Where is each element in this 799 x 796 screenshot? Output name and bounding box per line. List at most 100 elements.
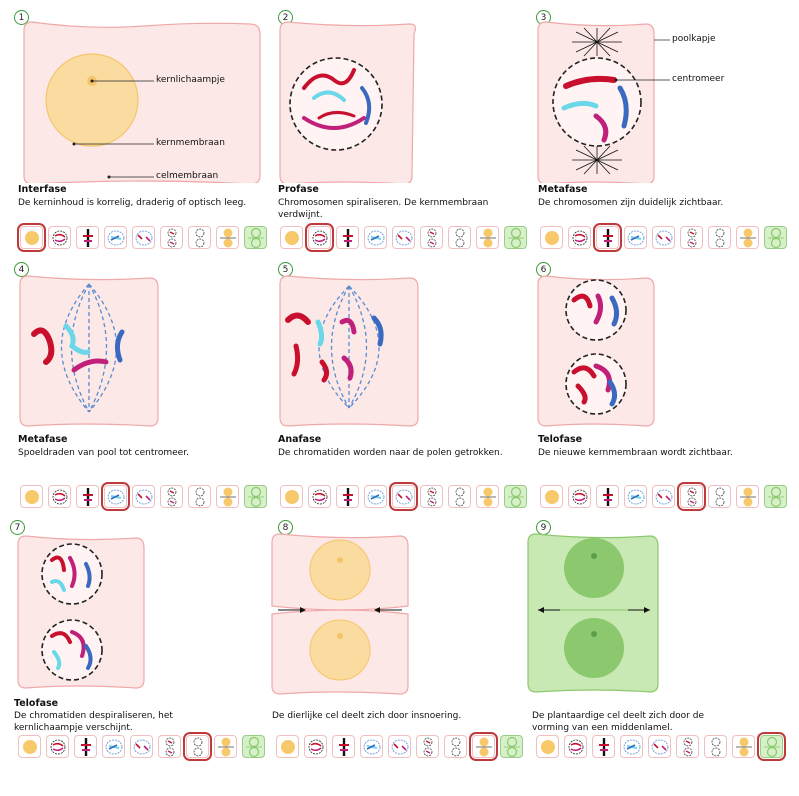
thumbnail-metaphase-spindle[interactable] bbox=[624, 485, 647, 508]
thumbnail-interphase[interactable] bbox=[20, 485, 43, 508]
thumbnail-plant-division[interactable] bbox=[244, 485, 267, 508]
thumbnail-metaphase[interactable] bbox=[76, 485, 99, 508]
thumbnail-metaphase[interactable] bbox=[76, 226, 99, 249]
thumbnail-prophase[interactable] bbox=[308, 485, 331, 508]
thumbnail-plant-division[interactable] bbox=[244, 226, 267, 249]
thumbnail-metaphase-spindle[interactable] bbox=[620, 735, 643, 758]
thumbnail-prophase[interactable] bbox=[308, 226, 331, 249]
thumbnail-metaphase[interactable] bbox=[332, 735, 355, 758]
thumbnail-anaphase[interactable] bbox=[652, 485, 675, 508]
thumbnail-interphase[interactable] bbox=[18, 735, 41, 758]
thumbnail-telophase[interactable] bbox=[676, 735, 699, 758]
thumbnail-interphase[interactable] bbox=[540, 226, 563, 249]
thumbnail-animal-division[interactable] bbox=[216, 226, 239, 249]
thumbnail-interphase[interactable] bbox=[280, 485, 303, 508]
thumbnail-metaphase[interactable] bbox=[336, 226, 359, 249]
interphase-icon bbox=[541, 227, 563, 249]
thumbnail-strip bbox=[276, 735, 523, 758]
thumbnail-anaphase[interactable] bbox=[392, 485, 415, 508]
thumbnail-telophase-late[interactable] bbox=[704, 735, 727, 758]
thumbnail-telophase[interactable] bbox=[420, 226, 443, 249]
thumbnail-telophase[interactable] bbox=[680, 485, 703, 508]
thumbnail-animal-division[interactable] bbox=[732, 735, 755, 758]
thumbnail-metaphase[interactable] bbox=[596, 485, 619, 508]
thumbnail-interphase[interactable] bbox=[540, 485, 563, 508]
thumbnail-plant-division[interactable] bbox=[764, 226, 787, 249]
thumbnail-plant-division[interactable] bbox=[242, 735, 265, 758]
thumbnail-animal-division[interactable] bbox=[736, 226, 759, 249]
thumbnail-animal-division[interactable] bbox=[214, 735, 237, 758]
interphase-cell bbox=[14, 8, 264, 183]
thumbnail-plant-division[interactable] bbox=[760, 735, 783, 758]
thumbnail-metaphase-spindle[interactable] bbox=[104, 226, 127, 249]
thumbnail-metaphase-spindle[interactable] bbox=[364, 226, 387, 249]
thumbnail-animal-division[interactable] bbox=[472, 735, 495, 758]
thumbnail-metaphase[interactable] bbox=[596, 226, 619, 249]
label-poolkapje: poolkapje bbox=[672, 34, 716, 44]
animal-division-icon bbox=[217, 486, 239, 508]
thumbnail-interphase[interactable] bbox=[536, 735, 559, 758]
thumbnail-telophase-late[interactable] bbox=[708, 226, 731, 249]
anaphase-icon bbox=[653, 227, 675, 249]
animal-division-icon bbox=[477, 227, 499, 249]
animal-division-icon bbox=[737, 486, 759, 508]
thumbnail-telophase[interactable] bbox=[160, 485, 183, 508]
thumbnail-plant-division[interactable] bbox=[504, 485, 527, 508]
thumbnail-metaphase-spindle[interactable] bbox=[102, 735, 125, 758]
thumbnail-plant-division[interactable] bbox=[500, 735, 523, 758]
thumbnail-animal-division[interactable] bbox=[476, 226, 499, 249]
thumbnail-anaphase[interactable] bbox=[652, 226, 675, 249]
thumbnail-telophase[interactable] bbox=[420, 485, 443, 508]
thumbnail-metaphase-spindle[interactable] bbox=[104, 485, 127, 508]
thumbnail-telophase[interactable] bbox=[160, 226, 183, 249]
thumbnail-telophase-late[interactable] bbox=[188, 226, 211, 249]
thumbnail-prophase[interactable] bbox=[48, 226, 71, 249]
thumbnail-telophase[interactable] bbox=[680, 226, 703, 249]
thumbnail-animal-division[interactable] bbox=[216, 485, 239, 508]
thumbnail-interphase[interactable] bbox=[280, 226, 303, 249]
thumbnail-metaphase-spindle[interactable] bbox=[360, 735, 383, 758]
thumbnail-anaphase[interactable] bbox=[132, 226, 155, 249]
thumbnail-prophase[interactable] bbox=[46, 735, 69, 758]
thumbnail-telophase[interactable] bbox=[158, 735, 181, 758]
thumbnail-anaphase[interactable] bbox=[132, 485, 155, 508]
thumbnail-telophase-late[interactable] bbox=[188, 485, 211, 508]
prophase-icon bbox=[569, 227, 591, 249]
thumbnail-animal-division[interactable] bbox=[476, 485, 499, 508]
thumbnail-telophase-late[interactable] bbox=[448, 226, 471, 249]
anaphase-cell bbox=[274, 262, 524, 427]
thumbnail-prophase[interactable] bbox=[304, 735, 327, 758]
thumbnail-metaphase-spindle[interactable] bbox=[364, 485, 387, 508]
thumbnail-metaphase[interactable] bbox=[74, 735, 97, 758]
thumbnail-prophase[interactable] bbox=[48, 485, 71, 508]
thumbnail-plant-division[interactable] bbox=[764, 485, 787, 508]
thumbnail-interphase[interactable] bbox=[20, 226, 43, 249]
thumbnail-metaphase[interactable] bbox=[592, 735, 615, 758]
thumbnail-interphase[interactable] bbox=[276, 735, 299, 758]
thumbnail-prophase[interactable] bbox=[568, 226, 591, 249]
thumbnail-metaphase[interactable] bbox=[336, 485, 359, 508]
prophase-icon bbox=[565, 736, 587, 758]
thumbnail-telophase-late[interactable] bbox=[186, 735, 209, 758]
anaphase-icon bbox=[389, 736, 411, 758]
plant-cytokinesis-cell bbox=[524, 520, 796, 695]
thumbnail-prophase[interactable] bbox=[568, 485, 591, 508]
thumbnail-anaphase[interactable] bbox=[388, 735, 411, 758]
thumbnail-anaphase[interactable] bbox=[130, 735, 153, 758]
prophase-icon bbox=[569, 486, 591, 508]
phase-title: Metafase bbox=[538, 184, 588, 195]
telophase-icon bbox=[161, 486, 183, 508]
thumbnail-anaphase[interactable] bbox=[648, 735, 671, 758]
metaphase-spindle-icon bbox=[365, 227, 387, 249]
metaphase-spindle-icon bbox=[105, 486, 127, 508]
thumbnail-telophase-late[interactable] bbox=[448, 485, 471, 508]
thumbnail-metaphase-spindle[interactable] bbox=[624, 226, 647, 249]
thumbnail-anaphase[interactable] bbox=[392, 226, 415, 249]
thumbnail-telophase[interactable] bbox=[416, 735, 439, 758]
thumbnail-plant-division[interactable] bbox=[504, 226, 527, 249]
animal-division-icon bbox=[733, 736, 755, 758]
thumbnail-prophase[interactable] bbox=[564, 735, 587, 758]
thumbnail-telophase-late[interactable] bbox=[444, 735, 467, 758]
thumbnail-animal-division[interactable] bbox=[736, 485, 759, 508]
thumbnail-telophase-late[interactable] bbox=[708, 485, 731, 508]
